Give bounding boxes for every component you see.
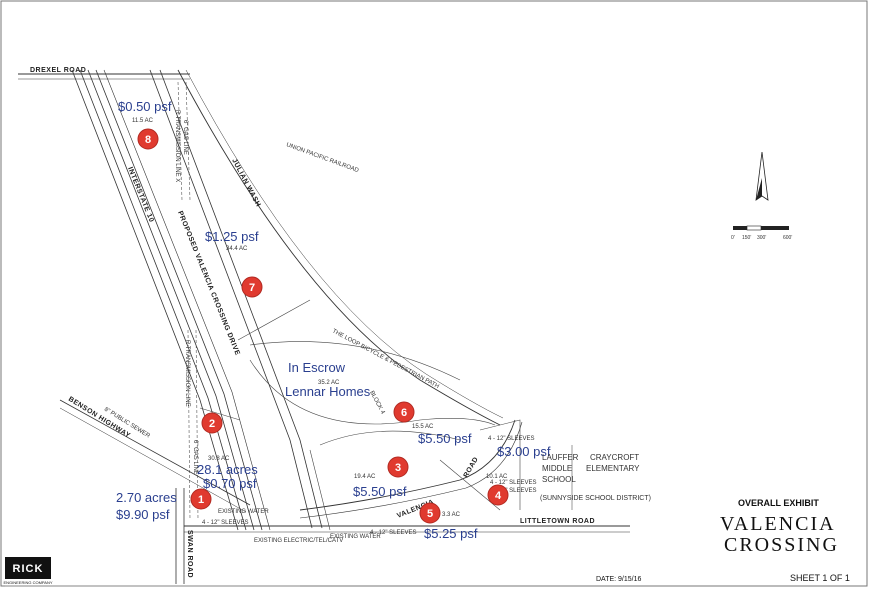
parcel-6-acres: 15.5 AC [412,424,434,430]
project-name-line-2: CROSSING [724,534,839,556]
lennar-label: Lennar Homes [285,384,371,399]
marker-4-label: 4 [495,490,502,502]
lauffer-line-1: LAUFFER [542,453,579,462]
parcel-marker-1[interactable]: 1 [190,488,212,510]
marker-3-label: 3 [395,462,401,474]
date-label: DATE: 9/15/16 [596,576,642,583]
transmission-line-label-2: R TRANSMISSION LINE [184,340,190,407]
valencia-road [299,419,523,519]
parcel-2-acres-label: 28.1 acres [197,462,258,477]
overall-exhibit-label: OVERALL EXHIBIT [738,498,819,508]
road-label: ROAD [463,456,480,479]
parcel-7-acres: 34.4 AC [226,246,248,252]
parcel-marker-6[interactable]: 6 [393,401,415,423]
interstate-10-label: INTERSTATE 10 [126,166,155,223]
sleeves-label-2: 4 - 12" SLEEVES [370,530,417,536]
sleeves-label-4: 4 - 12" SLEEVES [490,480,537,486]
parcel-2-acres: 30.8 AC [208,456,230,462]
parcel-marker-2[interactable]: 2 [201,412,223,434]
interstate-10 [71,69,271,531]
parcel-marker-5[interactable]: 5 [419,502,441,524]
sleeves-label-1: 4 - 12" SLEEVES [202,520,249,526]
lauffer-line-2: MIDDLE [542,464,572,473]
marker-8-label: 8 [145,134,151,146]
escrow-label: In Escrow [288,360,346,375]
parcel-3-acres: 19.4 AC [354,474,376,480]
drexel-road-label: DREXEL ROAD [30,67,86,74]
parcel-8-price: $0.50 psf [118,99,172,114]
gas-line-label: 6" GAS LINE [182,120,188,155]
scale-tick-0: 0' [731,235,735,241]
existing-electric-label: EXISTING ELECTRIC/TEL/CATV [254,538,343,544]
north-arrow-icon [755,151,769,201]
logo-subtext: ENGINEERING COMPANY [3,580,52,585]
utility-lines [177,81,199,521]
parcel-4-price: $3.00 psf [497,444,551,459]
parcel-7-price: $1.25 psf [205,229,259,244]
littletown-road-label: LITTLETOWN ROAD [520,518,595,525]
marker-2-label: 2 [209,418,215,430]
parcel-marker-8[interactable]: 8 [137,128,159,150]
scale-tick-1: 150' [742,235,751,241]
lauffer-line-3: SCHOOL [542,475,576,484]
marker-6-label: 6 [401,407,407,419]
parcel-2-price: $0.70 psf [203,476,257,491]
parcel-marker-7[interactable]: 7 [241,276,263,298]
sleeves-label-5: 4 - 12" SLEEVES [490,488,537,494]
existing-water-label: EXISTING WATER [218,509,269,515]
sleeves-label-3: 4 - 12" SLEEVES [488,436,535,442]
scale-tick-2: 300' [757,235,766,241]
julian-wash-label: JULIAN WASH [230,158,261,209]
escrow-acres: 35.2 AC [318,380,340,386]
parcel-5-price: $5.25 psf [424,526,478,541]
craycroft-line-1: CRAYCROFT [590,453,639,462]
marker-7-label: 7 [249,282,255,294]
scale-bar: 0' 150' 300' 600' [731,225,792,241]
block-label: BLOCK 4 [368,390,386,416]
sheet-label: SHEET 1 OF 1 [790,573,850,583]
julian-wash [177,69,504,426]
drexel-road: DREXEL ROAD [18,67,190,80]
scale-tick-3: 600' [783,235,792,241]
school-district: (SUNNYSIDE SCHOOL DISTRICT) [540,495,651,502]
parcel-1-price: $9.90 psf [116,507,170,522]
transmission-line-label: R TRANSMISSION LINE X [174,110,180,182]
logo-text: RICK [13,563,44,575]
marker-5-label: 5 [427,508,433,520]
benson-highway [59,399,251,513]
swan-road [175,488,185,584]
parcel-5-acres: 3.3 AC [442,512,461,518]
proposed-drive [149,69,323,529]
craycroft-line-2: ELEMENTARY [586,464,640,473]
parcel-3-price: $5.50 psf [353,484,407,499]
schools: LAUFFER MIDDLE SCHOOL CRAYCROFT ELEMENTA… [540,445,651,510]
parcel-4-acres: 10.1 AC [486,474,508,480]
loop-path-label: THE LOOP BICYCLE & PEDESTRIAN PATH [331,328,440,390]
title-block: OVERALL EXHIBIT VALENCIA CROSSING DATE: … [596,498,850,583]
union-pacific-label: UNION PACIFIC RAILROAD [285,142,360,174]
parcel-8-acres: 11.5 AC [132,118,154,124]
littletown-road [184,525,630,533]
parcel-marker-3[interactable]: 3 [387,456,409,478]
marker-1-label: 1 [198,494,204,506]
gas-line-label-2: 6" GAS LINE [192,440,198,475]
rick-logo: RICK ENGINEERING COMPANY [3,557,300,587]
parcel-marker-4[interactable]: 4 [487,484,509,506]
parcel-6-price: $5.50 psf [418,431,472,446]
swan-road-label: SWAN ROAD [186,530,193,578]
project-name-line-1: VALENCIA [720,513,836,535]
existing-water-label-2: EXISTING WATER [330,534,381,540]
parcel-1-acres-label: 2.70 acres [116,490,177,505]
